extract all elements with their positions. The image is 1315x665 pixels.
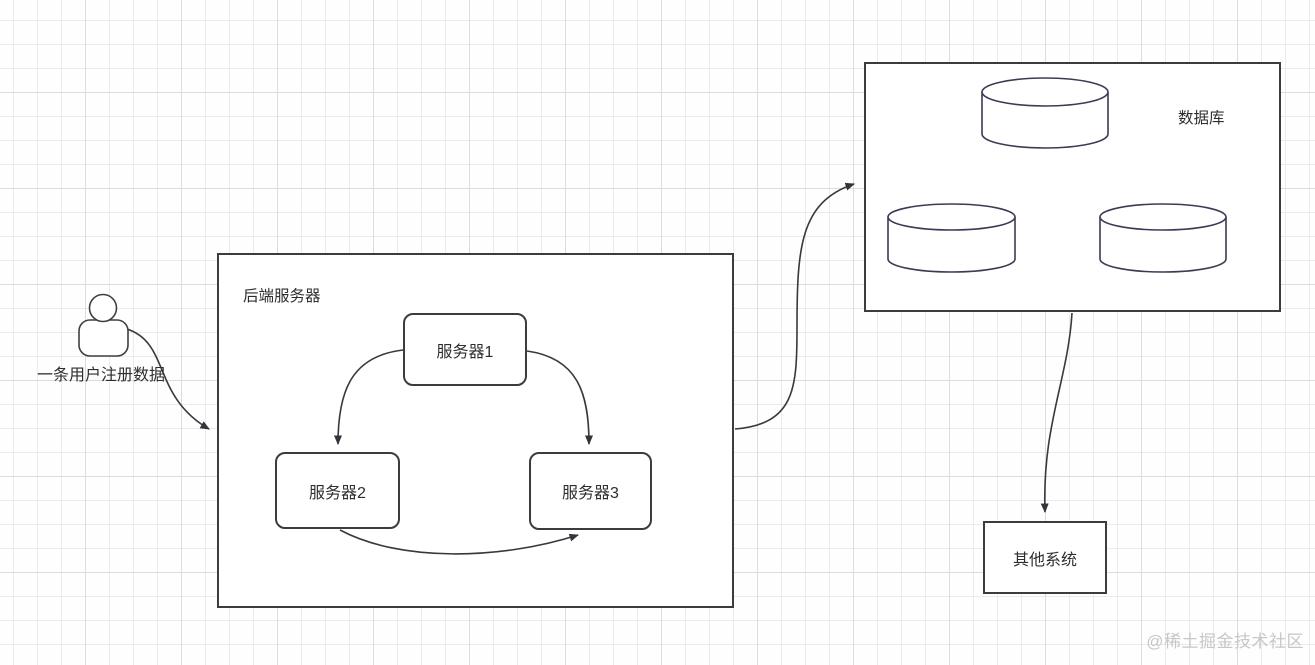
backend-server-group-box [217,253,734,608]
server3-label: 服务器3 [562,485,619,502]
arrow-server2-to-server3 [339,529,579,555]
other-system-node: 其他系统 [983,521,1107,594]
arrow-backend-to-database [734,182,855,430]
database-cylinder-icon [887,203,1016,273]
arrow-database-to-other-system [1040,312,1073,513]
server1-node: 服务器1 [403,313,527,386]
user-data-label: 一条用户注册数据 [37,367,166,384]
database-group-title: 数据库 [1178,110,1225,127]
server2-label: 服务器2 [309,484,366,502]
user-icon [78,293,129,357]
server3-node: 服务器3 [529,452,652,530]
watermark-text: @稀土掘金技术社区 [1146,632,1304,651]
arrow-user-to-backend [126,328,210,430]
arrow-server1-to-server3 [526,350,593,445]
server2-node: 服务器2 [275,452,400,529]
server1-label: 服务器1 [436,343,494,361]
other-system-label: 其他系统 [1012,551,1077,569]
arrow-server1-to-server2 [334,349,404,445]
backend-group-title: 后端服务器 [243,288,321,305]
database-cylinder-icon [1099,203,1227,273]
database-cylinder-icon [981,77,1109,149]
